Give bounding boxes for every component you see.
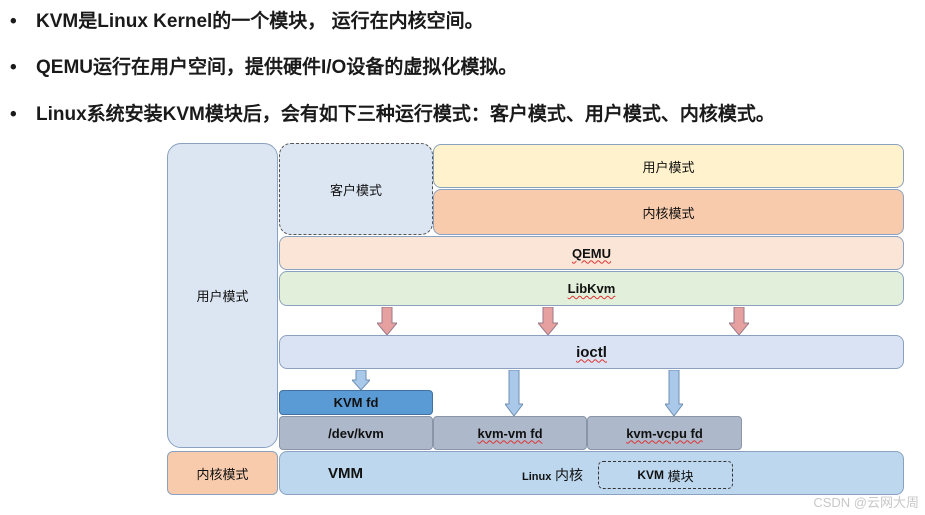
kernel-mode-side-label: 内核模式	[196, 466, 249, 482]
linux-kernel-label: Linux 内核	[522, 465, 583, 485]
bullet-1: • KVM是Linux Kernel的一个模块， 运行在内核空间。	[10, 6, 484, 33]
down-arrow-icon	[505, 370, 523, 416]
guest-user-mode-label: 用户模式	[642, 159, 695, 175]
kvm-fd-label: KVM fd	[333, 395, 379, 410]
qemu-box: QEMU	[279, 236, 904, 270]
guest-kernel-mode-label: 内核模式	[642, 205, 695, 221]
down-arrow-icon	[729, 307, 749, 335]
user-mode-side-label: 用户模式	[196, 289, 249, 304]
vmm-label: VMM	[328, 464, 363, 482]
down-arrow-icon	[665, 370, 683, 416]
kvm-module-prefix: KVM	[637, 468, 665, 482]
bullet-dot: •	[10, 57, 17, 78]
down-arrow-icon	[538, 307, 558, 335]
down-arrow-icon	[377, 307, 397, 335]
watermark: CSDN @云网大周	[813, 495, 919, 510]
kvm-module-box: KVM 模块	[598, 461, 733, 489]
qemu-label: QEMU	[572, 245, 611, 261]
user-mode-side-box: 用户模式	[167, 143, 278, 448]
down-arrow-icon	[352, 370, 370, 390]
guest-mode-box: 客户模式	[279, 143, 433, 235]
bullet-dot: •	[10, 104, 17, 125]
libkvm-box: LibKvm	[279, 271, 904, 306]
ioctl-box: ioctl	[279, 335, 904, 369]
bullet-text: KVM是Linux Kernel的一个模块， 运行在内核空间。	[36, 11, 484, 32]
kvm-vcpu-fd-label: kvm-vcpu fd	[626, 425, 703, 441]
kvm-module-suffix: 模块	[667, 468, 694, 484]
linux-kernel-suffix: 内核	[554, 467, 583, 483]
bullet-3: • Linux系统安装KVM模块后，会有如下三种运行模式：客户模式、用户模式、内核…	[10, 99, 775, 126]
bullet-text: Linux系统安装KVM模块后，会有如下三种运行模式：客户模式、用户模式、内核模…	[36, 104, 775, 125]
kvm-vm-fd-label: kvm-vm fd	[477, 425, 543, 441]
guest-kernel-mode-box: 内核模式	[433, 189, 904, 235]
dev-kvm-label: /dev/kvm	[328, 425, 384, 441]
kvm-vcpu-fd-box: kvm-vcpu fd	[587, 416, 742, 450]
bullet-dot: •	[10, 11, 17, 32]
ioctl-label: ioctl	[576, 343, 607, 361]
kernel-mode-side-box: 内核模式	[167, 451, 278, 495]
kvm-fd-box: KVM fd	[279, 390, 433, 415]
guest-user-mode-box: 用户模式	[433, 144, 904, 188]
libkvm-label: LibKvm	[567, 281, 616, 296]
dev-kvm-box: /dev/kvm	[279, 416, 433, 450]
bullet-2: • QEMU运行在用户空间，提供硬件I/O设备的虚拟化模拟。	[10, 52, 517, 79]
linux-kernel-prefix: Linux	[522, 471, 552, 483]
vmm-box: VMM Linux 内核 KVM 模块	[279, 451, 904, 495]
kvm-vm-fd-box: kvm-vm fd	[433, 416, 587, 450]
bullet-text: QEMU运行在用户空间，提供硬件I/O设备的虚拟化模拟。	[36, 57, 518, 78]
guest-mode-label: 客户模式	[329, 182, 382, 198]
